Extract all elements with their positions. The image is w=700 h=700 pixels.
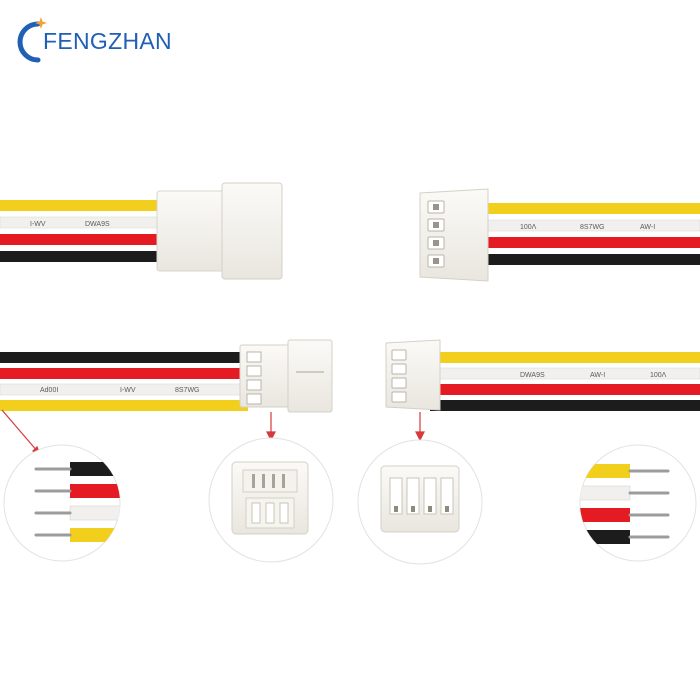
- wire-print: 100Λ: [650, 372, 667, 379]
- harness-bottom-right: DWA9S AW-I 100Λ: [385, 339, 700, 411]
- wire-red: [0, 234, 165, 245]
- wire-red: [0, 368, 248, 379]
- wire-yellow: [0, 400, 248, 411]
- sparkle-icon: [35, 17, 47, 29]
- socket-contacts: [433, 204, 439, 264]
- connector-housing-front: [221, 182, 283, 280]
- arrow-head-icon: [266, 431, 276, 442]
- wire-print: I-WV: [120, 387, 136, 394]
- harness-bottom-left: Ad00I I-WV 8S7WG: [0, 339, 333, 413]
- detail-male-connector: [208, 437, 334, 563]
- brand-name: FENGZHAN: [43, 28, 172, 54]
- wire-red: [430, 384, 700, 395]
- wire-print: 8S7WG: [580, 224, 605, 231]
- wire-yellow: [0, 200, 165, 211]
- connector-housing: [156, 190, 228, 272]
- brand-logo: FENGZHAN: [8, 14, 198, 68]
- detail-stripped-wires-right: [579, 444, 697, 562]
- logo-mark-icon: [17, 17, 47, 63]
- harness-top-left: I-WV DWA9S: [0, 182, 283, 280]
- wire-red: [480, 237, 700, 248]
- wire-print: Ad00I: [40, 387, 58, 394]
- wire-black: [430, 400, 700, 411]
- wire-print: I-WV: [30, 221, 46, 228]
- wire-print: AW-I: [640, 224, 655, 231]
- detail-stripped-wires-left: [3, 444, 121, 562]
- wire-black: [0, 251, 165, 262]
- wire-print: DWA9S: [85, 221, 110, 228]
- connector-housing-front: [287, 339, 333, 413]
- wire-white: [0, 216, 166, 229]
- wire-print: 8S7WG: [175, 387, 200, 394]
- wire-print: DWA9S: [520, 372, 545, 379]
- socket-pins: [391, 349, 407, 403]
- connector-pins: [246, 351, 262, 405]
- arrow-head-icon: [415, 431, 425, 442]
- wire-yellow: [430, 352, 700, 363]
- wire-black: [480, 254, 700, 265]
- detail-socket-connector: [357, 439, 483, 565]
- wire-black: [0, 352, 248, 363]
- red-arrow-icon: [1, 409, 39, 453]
- wire-yellow: [480, 203, 700, 214]
- harness-top-right: 100Λ 8S7WG AW-I: [419, 188, 700, 282]
- wire-print: 100Λ: [520, 224, 537, 231]
- wire-print: AW-I: [590, 372, 605, 379]
